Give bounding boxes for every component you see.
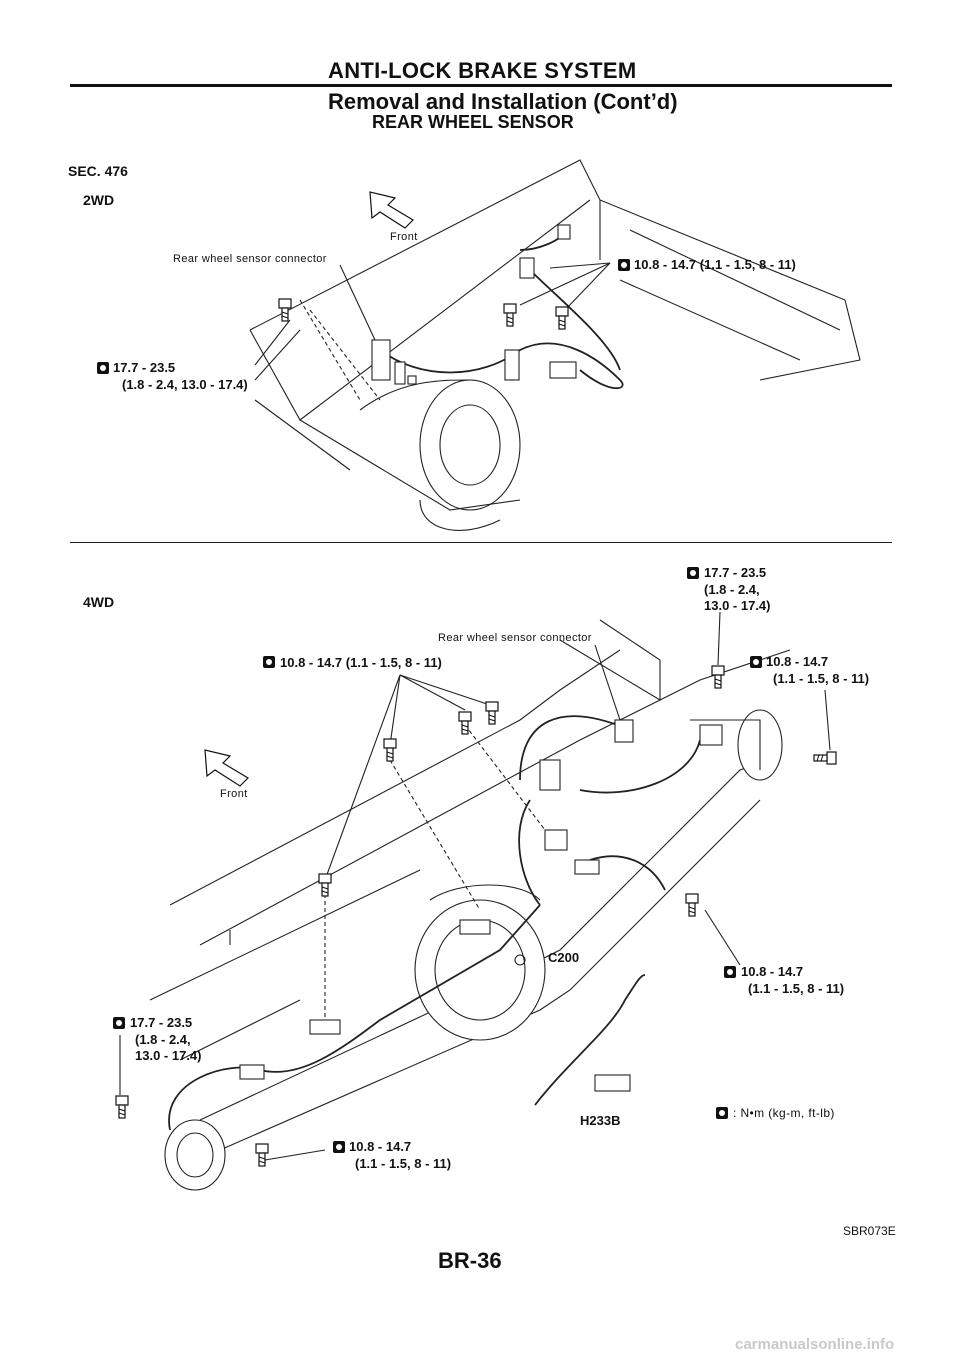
page-header-subtitle: Removal and Installation (Cont’d) [328,89,678,114]
page-number: BR-36 [438,1248,502,1273]
torque-4wd-bottom-1: 10.8 - 14.7 [349,1139,412,1154]
front-label-2wd: Front [390,231,418,243]
front-label-4wd: Front [220,788,248,800]
torque-2wd-b-1: 17.7 - 23.5 [113,360,176,375]
section-title: REAR WHEEL SENSOR [372,112,574,132]
label-4wd: 4WD [83,594,115,610]
torque-4wd-left-1: 17.7 - 23.5 [130,1015,193,1030]
4wd-illustration [119,611,831,1191]
torque-2wd-b-2: (1.8 - 2.4, 13.0 - 17.4) [122,377,248,392]
torque-4wd-right-2: (1.1 - 1.5, 8 - 11) [773,671,870,686]
section-code: SEC. 476 [68,163,128,179]
header-rule [70,84,892,87]
figure-code: SBR073E [843,1224,896,1238]
connector-id-c200: C200 [548,950,580,965]
front-arrow-2wd-icon [369,191,414,229]
harness-id-h233b: H233B [580,1113,621,1128]
torque-4wd-left-2: (1.8 - 2.4, [135,1032,191,1047]
page-header-title: ANTI-LOCK BRAKE SYSTEM [328,58,637,83]
torque-2wd-a: 10.8 - 14.7 (1.1 - 1.5, 8 - 11) [634,257,796,272]
torque-4wd-left-3: 13.0 - 17.4) [135,1048,202,1063]
label-2wd: 2WD [83,192,115,208]
torque-4wd-top-center: 10.8 - 14.7 (1.1 - 1.5, 8 - 11) [280,655,442,670]
torque-4wd-right-1: 10.8 - 14.7 [766,654,829,669]
torque-4wd-bottom-2: (1.1 - 1.5, 8 - 11) [355,1156,452,1171]
torque-4wd-top-right-1: 17.7 - 23.5 [704,565,767,580]
torque-4wd-top-right-2: (1.8 - 2.4, [704,582,760,597]
section-divider [70,542,892,543]
connector-label-4wd: Rear wheel sensor connector [438,632,592,644]
units-legend: : N•m (kg-m, ft-lb) [733,1106,835,1120]
connector-label-2wd: Rear wheel sensor connector [173,253,327,265]
watermark: carmanualsonline.info [735,1336,895,1353]
torque-4wd-mid-right-2: (1.1 - 1.5, 8 - 11) [748,981,845,996]
torque-4wd-mid-right-1: 10.8 - 14.7 [741,964,804,979]
torque-4wd-top-right-3: 13.0 - 17.4) [704,598,771,613]
2wd-illustration [249,159,861,531]
front-arrow-4wd-icon [204,749,249,787]
